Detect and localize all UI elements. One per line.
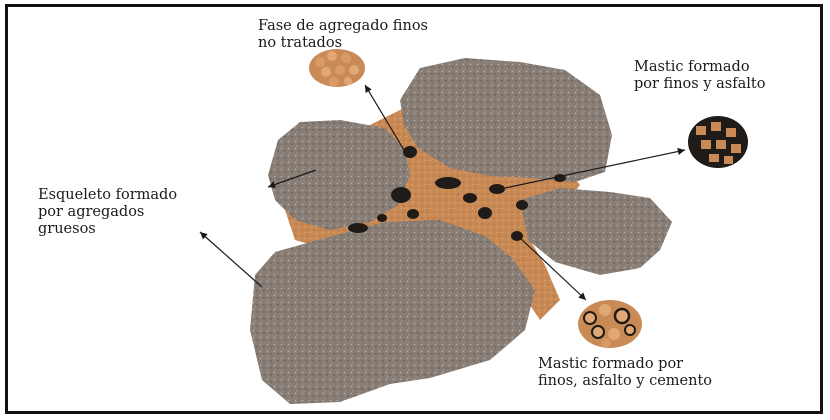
skeleton-line-1: Esqueleto formado	[38, 187, 177, 204]
fines-phase-line-1: Fase de agregado finos	[258, 18, 428, 35]
skeleton-line-3: gruesos	[38, 221, 177, 238]
mastic-asphalt-line-2: por finos y asfalto	[634, 76, 765, 93]
fines-phase-line-2: no tratados	[258, 35, 428, 52]
mastic-asphalt-cluster-icon	[688, 116, 748, 168]
mastic-asphalt-line-1: Mastic formado	[634, 59, 765, 76]
arrow-to-skeleton-label-lower	[200, 232, 262, 287]
fines-cluster-icon	[309, 49, 365, 87]
mastic-cement-line-1: Mastic formado por	[538, 356, 712, 373]
skeleton-label: Esqueleto formado por agregados gruesos	[38, 187, 177, 238]
fines-phase-label: Fase de agregado finos no tratados	[258, 18, 428, 52]
mastic-cement-line-2: finos, asfalto y cemento	[538, 373, 712, 390]
mastic-cement-label: Mastic formado por finos, asfalto y ceme…	[538, 356, 712, 390]
mastic-cement-cluster-icon	[578, 300, 642, 348]
aggregate-stone-bottom	[250, 220, 535, 404]
skeleton-line-2: por agregados	[38, 204, 177, 221]
mastic-asphalt-label: Mastic formado por finos y asfalto	[634, 59, 765, 93]
